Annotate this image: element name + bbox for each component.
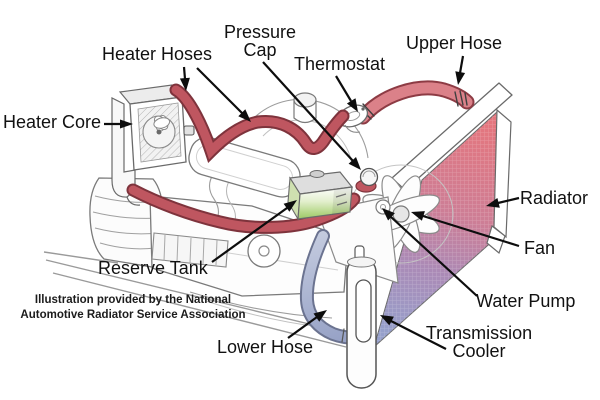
attribution-line2: Automotive Radiator Service Association <box>20 309 246 321</box>
label-pressure-cap-line1: Pressure <box>223 22 297 42</box>
arrow-transmission-cooler <box>380 315 447 350</box>
label-heater-hoses: Heater Hoses <box>102 44 213 64</box>
arrow-reserve-tank <box>211 200 297 263</box>
arrow-radiator <box>486 196 520 208</box>
radiator-side-tank <box>493 108 512 239</box>
transmission-cooler-graphic <box>346 245 377 389</box>
label-pressure-cap-line2: Cap <box>243 40 277 60</box>
label-transmission-cooler: Transmission Cooler <box>419 324 539 360</box>
arrow-heater-hoses-1 <box>179 66 190 91</box>
label-thermostat: Thermostat <box>294 54 386 74</box>
label-upper-hose: Upper Hose <box>406 33 503 53</box>
arrow-upper-hose <box>455 55 466 85</box>
arrow-heater-hoses-2 <box>196 67 251 122</box>
attribution-line1: Illustration provided by the National <box>34 294 232 306</box>
radiator-top-tank <box>391 82 513 191</box>
arrow-lower-hose <box>287 310 327 339</box>
reserve-tank-graphic <box>287 170 354 221</box>
label-reserve-tank: Reserve Tank <box>98 258 208 278</box>
arrow-thermostat <box>335 75 358 112</box>
arrow-heater-core <box>104 119 133 129</box>
pressure-cap-graphic <box>355 167 379 193</box>
heater-core-graphic <box>111 84 195 206</box>
label-heater-core: Heater Core <box>3 112 102 132</box>
label-transmission-cooler-line1: Transmission <box>425 323 533 343</box>
label-pressure-cap: Pressure Cap <box>210 23 310 59</box>
upper-hose-graphic <box>355 80 475 125</box>
arrow-pressure-cap <box>262 61 361 170</box>
chassis-frame-lines <box>43 251 347 348</box>
label-lower-hose: Lower Hose <box>217 337 314 357</box>
attribution-text: Illustration provided by the National Au… <box>8 293 258 323</box>
label-radiator: Radiator <box>520 188 589 208</box>
label-transmission-cooler-line2: Cooler <box>452 341 506 361</box>
arrow-fan <box>411 211 520 248</box>
label-fan: Fan <box>524 238 556 258</box>
arrow-water-pump <box>382 208 478 297</box>
callout-arrows <box>104 55 520 350</box>
label-water-pump: Water Pump <box>476 291 576 311</box>
